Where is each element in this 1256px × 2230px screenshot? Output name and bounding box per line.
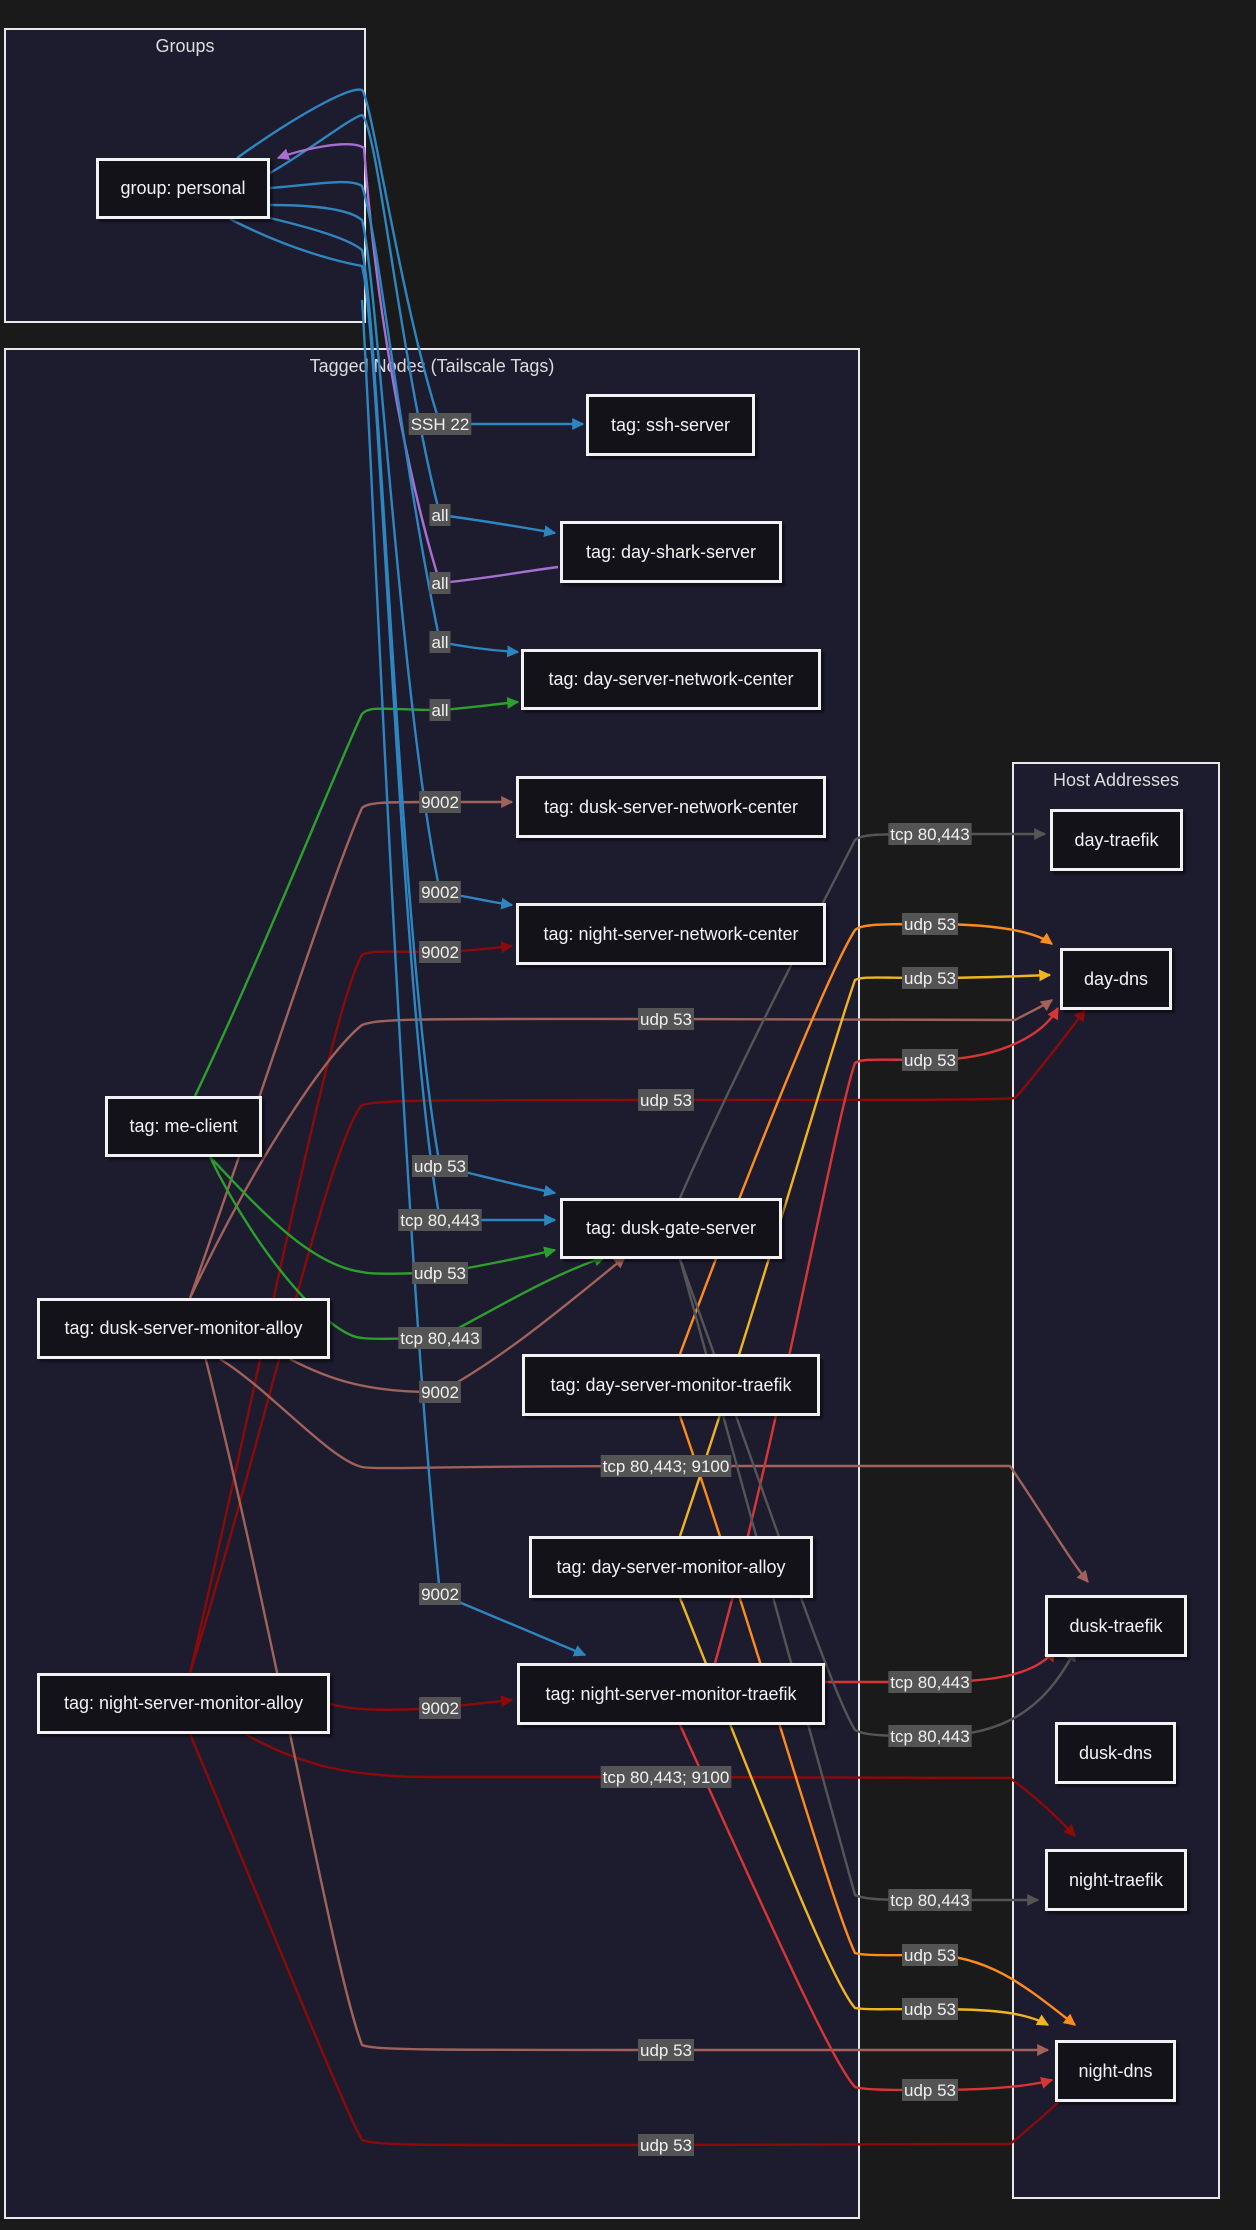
node-day-server-monitor-alloy[interactable]: tag: day-server-monitor-alloy bbox=[529, 1536, 813, 1598]
node-day-traefik[interactable]: day-traefik bbox=[1050, 809, 1183, 871]
edge-label: udp 53 bbox=[902, 1049, 958, 1071]
edge-label: tcp 80,443 bbox=[888, 1889, 972, 1911]
edge-label-text: tcp 80,443 bbox=[890, 1891, 969, 1910]
edge-label: udp 53 bbox=[902, 2079, 958, 2101]
node-group-personal[interactable]: group: personal bbox=[96, 158, 270, 219]
edge-label-text: udp 53 bbox=[904, 2000, 956, 2019]
node-day-dns[interactable]: day-dns bbox=[1060, 948, 1172, 1010]
node-dusk-dns[interactable]: dusk-dns bbox=[1055, 1722, 1176, 1784]
edge-label: udp 53 bbox=[902, 1944, 958, 1966]
node-day-shark-server[interactable]: tag: day-shark-server bbox=[560, 521, 782, 583]
edge-label-text: tcp 80,443 bbox=[890, 1727, 969, 1746]
edge-label-text: udp 53 bbox=[904, 1051, 956, 1070]
cluster-title: Groups bbox=[155, 36, 215, 56]
cluster-title: Tagged Nodes (Tailscale Tags) bbox=[309, 356, 555, 376]
node-dusk-server-network-center[interactable]: tag: dusk-server-network-center bbox=[516, 776, 826, 838]
node-night-server-network-center[interactable]: tag: night-server-network-center bbox=[516, 903, 826, 965]
edge-label: udp 53 bbox=[902, 967, 958, 989]
edge-label-text: udp 53 bbox=[904, 2081, 956, 2100]
node-night-server-monitor-traefik[interactable]: tag: night-server-monitor-traefik bbox=[517, 1663, 825, 1725]
node-me-client[interactable]: tag: me-client bbox=[105, 1096, 262, 1157]
node-night-server-monitor-alloy[interactable]: tag: night-server-monitor-alloy bbox=[37, 1673, 330, 1734]
node-ssh-server[interactable]: tag: ssh-server bbox=[586, 394, 755, 456]
node-dusk-server-monitor-alloy[interactable]: tag: dusk-server-monitor-alloy bbox=[37, 1298, 330, 1359]
edge-label-text: udp 53 bbox=[904, 969, 956, 988]
edge-label: tcp 80,443 bbox=[888, 1671, 972, 1693]
node-dusk-traefik[interactable]: dusk-traefik bbox=[1045, 1595, 1187, 1657]
edge-label: udp 53 bbox=[902, 913, 958, 935]
edge-label-text: tcp 80,443 bbox=[890, 1673, 969, 1692]
edge-label-text: udp 53 bbox=[904, 915, 956, 934]
edge-label: udp 53 bbox=[902, 1998, 958, 2020]
node-night-dns[interactable]: night-dns bbox=[1055, 2040, 1176, 2102]
cluster-tagged-nodes: Tagged Nodes (Tailscale Tags) bbox=[4, 348, 860, 2219]
edge-label-text: tcp 80,443 bbox=[890, 825, 969, 844]
edge-label: tcp 80,443 bbox=[888, 1725, 972, 1747]
edge-label: tcp 80,443 bbox=[888, 823, 972, 845]
node-day-server-network-center[interactable]: tag: day-server-network-center bbox=[521, 649, 821, 710]
node-dusk-gate-server[interactable]: tag: dusk-gate-server bbox=[560, 1198, 782, 1259]
node-night-traefik[interactable]: night-traefik bbox=[1045, 1849, 1187, 1911]
edge-label-text: udp 53 bbox=[904, 1946, 956, 1965]
cluster-title: Host Addresses bbox=[1052, 770, 1180, 790]
node-day-server-monitor-traefik[interactable]: tag: day-server-monitor-traefik bbox=[522, 1354, 820, 1416]
